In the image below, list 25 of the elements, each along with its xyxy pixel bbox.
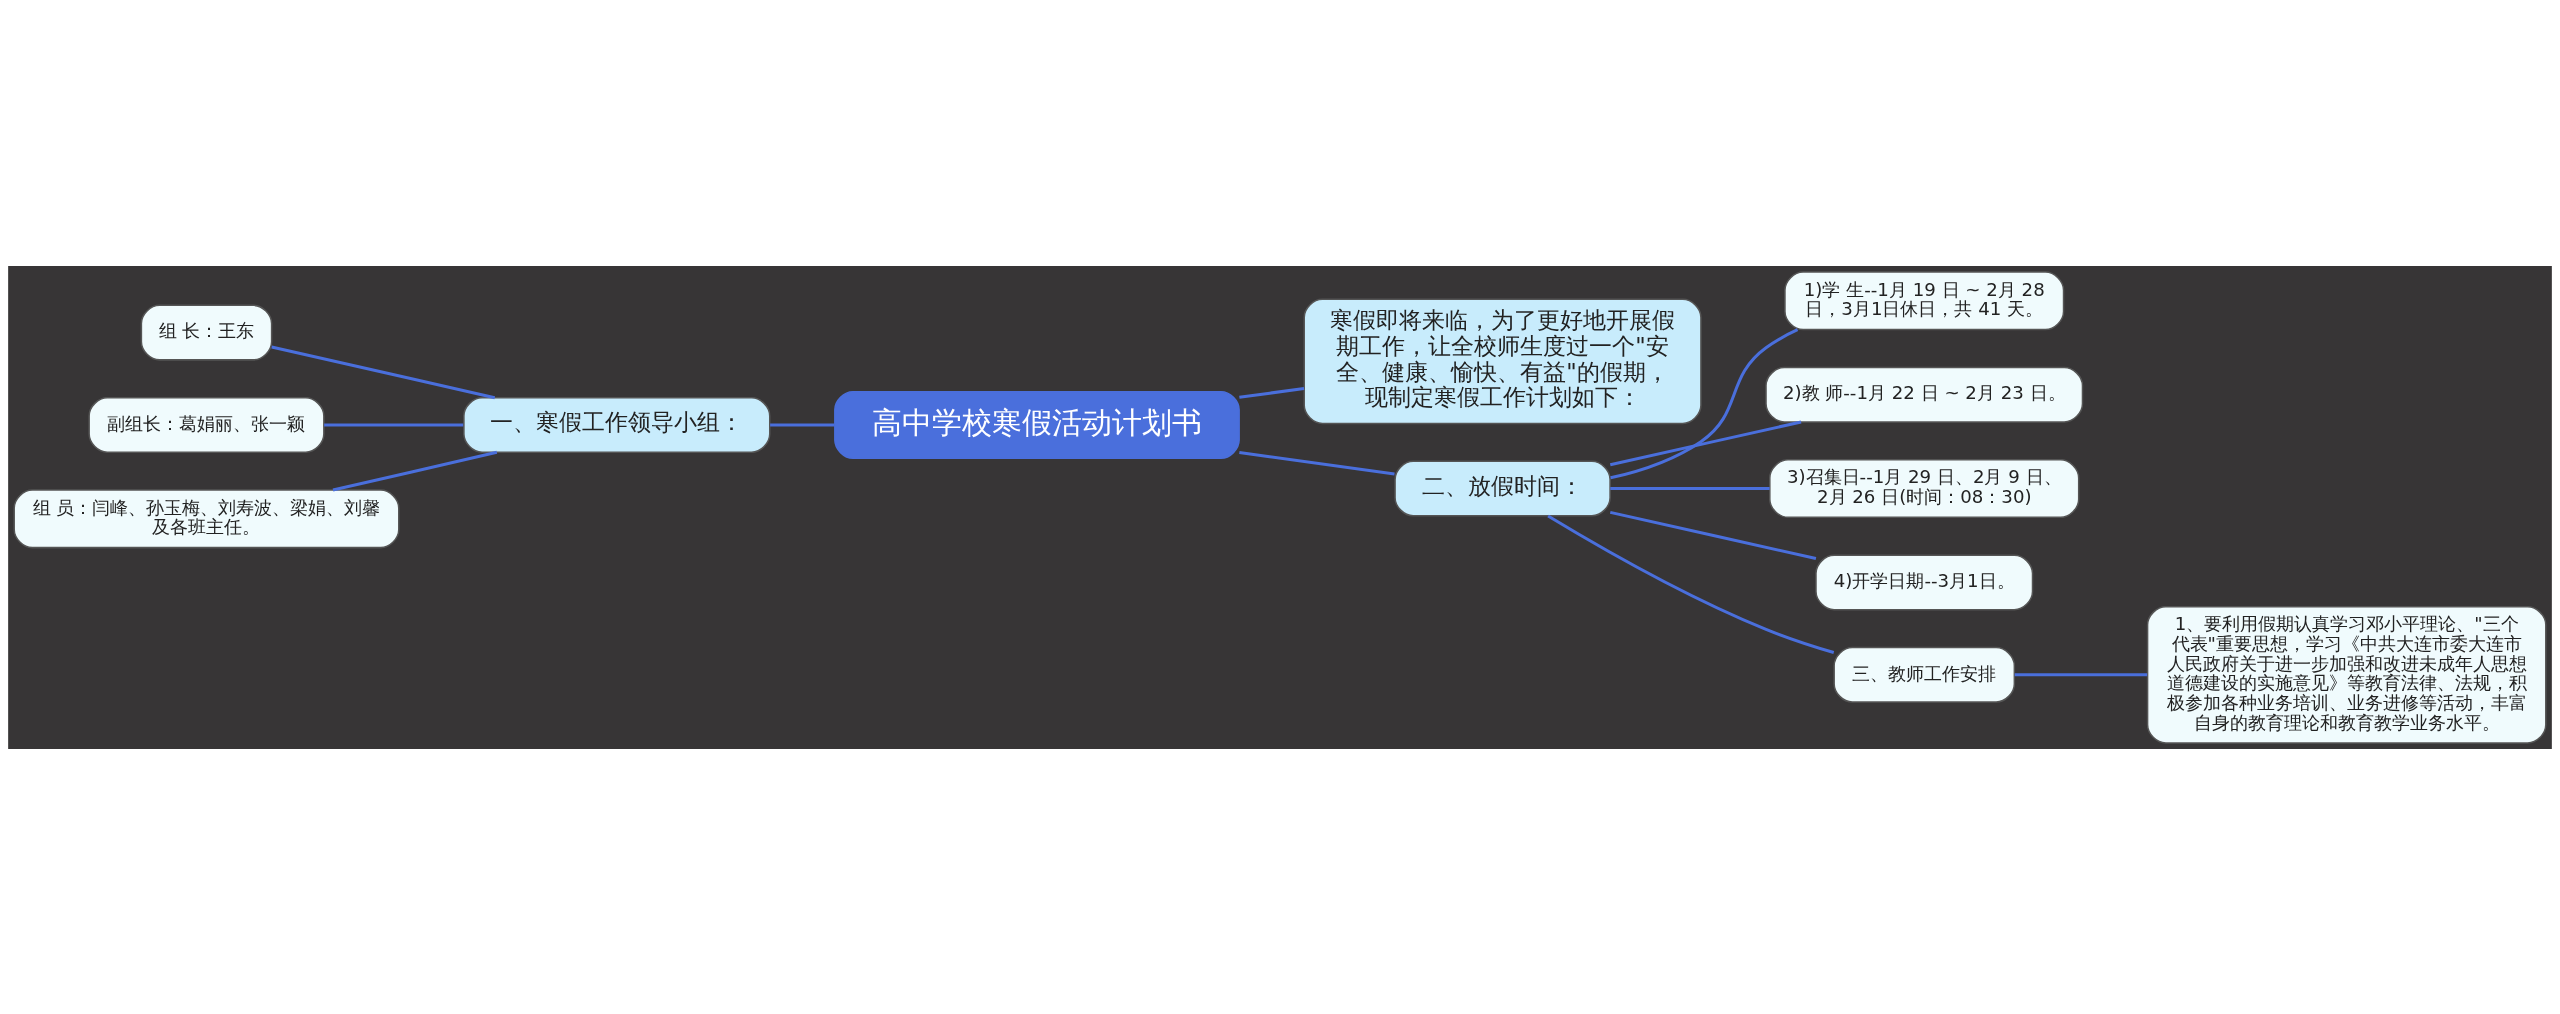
node-box: 二、放假时间： (1394, 460, 1611, 517)
connector (1609, 420, 1802, 466)
node-box: 组 员：闫峰、孙玉梅、刘寿波、梁娟、刘馨及各班主任。 (13, 488, 400, 548)
node-box: 2)教 师--1月 22 日 ~ 2月 23 日。 (1765, 366, 2084, 423)
node-box: 组 长：王东 (140, 304, 273, 361)
connector (332, 450, 498, 492)
connector (1610, 327, 1799, 479)
node-box: 三、教师工作安排 (1833, 646, 2016, 703)
node-box: 副组长：葛娟丽、张一颖 (88, 396, 325, 453)
connector (1610, 486, 1770, 490)
node-box: 1、要利用假期认真学习邓小平理论、"三个代表"重要思想，学习《中共大连市委大连市人民政府关于进一步加强和改进未成年人思想道德建设的实施意见》等教育法律、法规，积极参加各种业务培训、业务进修等活动，丰富自身的教育理论和教育教学业务水平。 (2146, 605, 2547, 744)
connector (1239, 386, 1305, 399)
connector (1609, 510, 1817, 560)
connector (1239, 450, 1395, 475)
node-box: 一、寒假工作领导小组： (463, 396, 771, 453)
connector (2014, 672, 2148, 676)
node-box: 3)召集日--1月 29 日、2月 9 日、2月 26 日(时间：08：30) (1769, 458, 2080, 518)
connector (324, 422, 464, 426)
connector (1547, 514, 1835, 654)
node-box: 4)开学日期--3月1日。 (1815, 553, 2034, 610)
connector (770, 422, 835, 426)
node-box: 高中学校寒假活动计划书 (834, 390, 1240, 459)
node-box: 1)学 生--1月 19 日 ~ 2月 28 日，3月1日休日，共 41 天。 (1784, 270, 2065, 330)
node-box: 寒假即将来临，为了更好地开展假期工作，让全校师生度过一个"安全、健康、愉快、有益"的假期，现制定寒假工作计划如下： (1303, 298, 1702, 424)
connector (271, 345, 496, 399)
